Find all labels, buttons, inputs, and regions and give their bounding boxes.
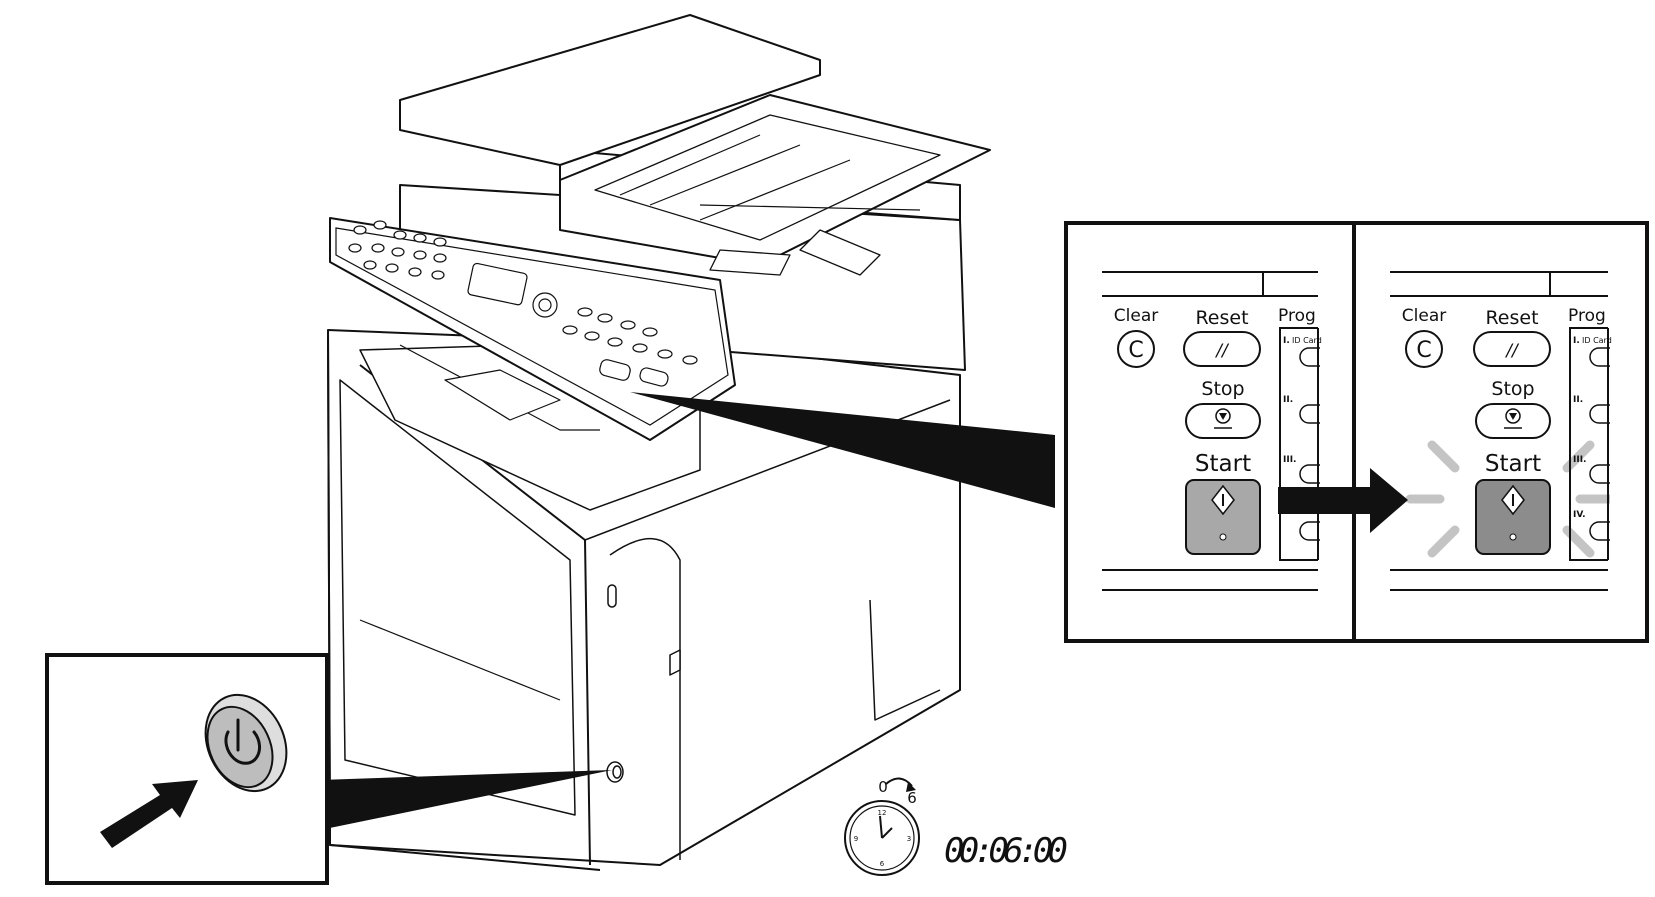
power-icon [224,718,262,765]
clock-icon [844,800,920,876]
stop-label: Stop [1491,378,1534,400]
clear-icon [1117,330,1155,368]
program-slot-label: ID Card [1292,336,1322,345]
program-slot-label: I. [1283,336,1290,346]
stop-icon [1475,403,1551,439]
stop-label: Stop [1201,378,1244,400]
start-icon [1475,479,1551,555]
reset-glyph: // [1214,341,1230,361]
program-slot-label: II. [1283,395,1293,405]
clear-label: Clear [1114,306,1158,326]
start-icon [1185,479,1261,555]
program-label: Prog [1278,306,1316,326]
dial-from: 0 [878,778,888,796]
reset-glyph: // [1504,341,1520,361]
printer-control-panel [329,217,736,441]
reset-icon [1183,331,1261,367]
reset-label: Reset [1485,307,1538,329]
program-slot-label: II. [1573,395,1583,405]
callout-wedge-panel [630,392,1055,508]
clear-icon [1405,330,1443,368]
panel-before [1102,271,1331,591]
panel-zoom-box [1064,221,1649,643]
program-slot-label: III. [1283,455,1296,465]
clear-label: Clear [1402,306,1446,326]
arrow-icon [885,777,913,787]
program-slot-label: III. [1573,455,1586,465]
clear-glyph: C [1128,338,1143,363]
stop-icon [1185,403,1261,439]
printer [327,14,991,871]
arrow-icon [1278,468,1408,533]
program-slot-label: IV. [1573,510,1586,520]
clock-number: 3 [907,835,911,843]
power-zoom-box [45,653,329,885]
dial-to: 6 [907,789,917,807]
start-label: Start [1195,451,1251,477]
clock-number: 12 [878,809,887,817]
timer: 0 6 12 3 6 9 00:06:00 [844,777,1068,876]
start-label: Start [1485,451,1541,477]
arrow-icon [100,780,198,848]
reset-label: Reset [1195,307,1248,329]
timer-display: 00:06:00 [944,831,1068,871]
callout-wedge-power [320,770,612,830]
clock-number: 9 [854,835,858,843]
clock-number: 6 [880,860,885,868]
printer-power-button [606,761,624,783]
clear-glyph: C [1416,338,1431,363]
program-slot-label: ID Card [1582,336,1612,345]
power-button-zoomed [204,693,288,793]
program-label: Prog [1568,306,1606,326]
program-slot-label: I. [1573,336,1580,346]
reset-icon [1473,331,1551,367]
panel-after [1390,271,1621,591]
